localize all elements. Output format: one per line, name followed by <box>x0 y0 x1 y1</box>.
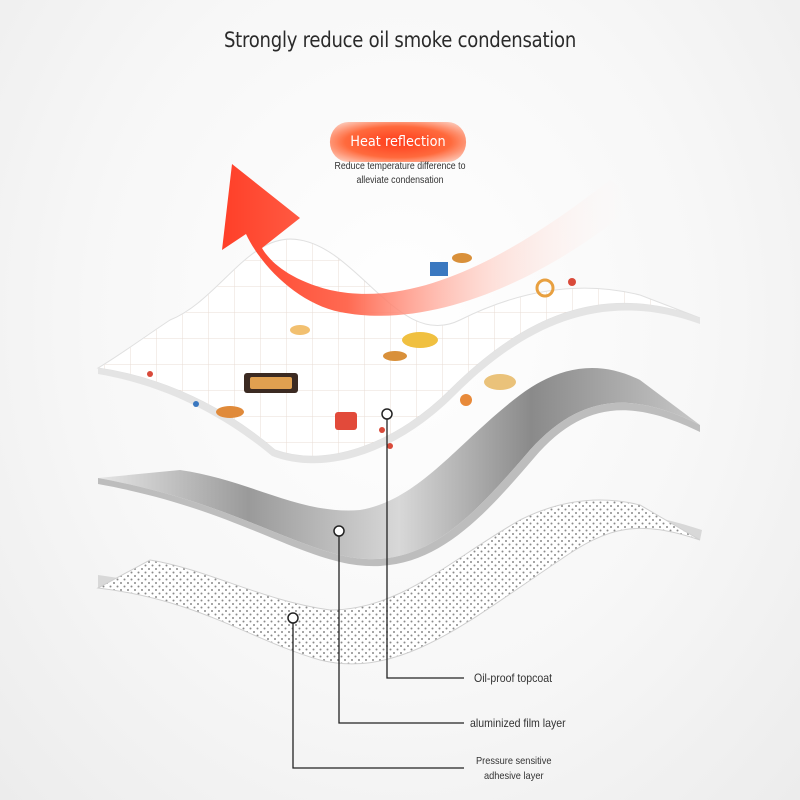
adhesive-leader <box>292 618 464 769</box>
markers <box>287 408 393 624</box>
adhesive-label-line2: adhesive layer <box>483 770 544 782</box>
heat-arrow-icon <box>222 164 640 316</box>
topcoat-label: Oil-proof topcoat <box>474 671 553 685</box>
heat-caption-line1: Reduce temperature difference to <box>334 161 466 172</box>
topcoat-marker <box>381 408 393 420</box>
leader-lines <box>292 414 464 769</box>
film-marker <box>333 525 345 537</box>
food-illustrations <box>147 253 576 449</box>
topcoat-leader <box>386 414 464 679</box>
adhesive-marker <box>287 612 299 624</box>
film-leader <box>338 531 464 724</box>
heat-reflection-badge: Heat reflection <box>329 122 467 162</box>
headline: Strongly reduce oil smoke condensation <box>223 28 577 52</box>
heat-caption-line2: alleviate condensation <box>356 175 444 186</box>
film-label: aluminized film layer <box>470 716 566 730</box>
film-layer <box>98 368 700 567</box>
adhesive-label: Pressure sensitive adhesive layer <box>476 754 552 784</box>
heat-reflection-caption: Reduce temperature difference to allevia… <box>312 160 488 188</box>
adhesive-label-line1: Pressure sensitive <box>476 755 552 767</box>
adhesive-layer <box>96 499 702 665</box>
topcoat-layer <box>96 238 701 464</box>
